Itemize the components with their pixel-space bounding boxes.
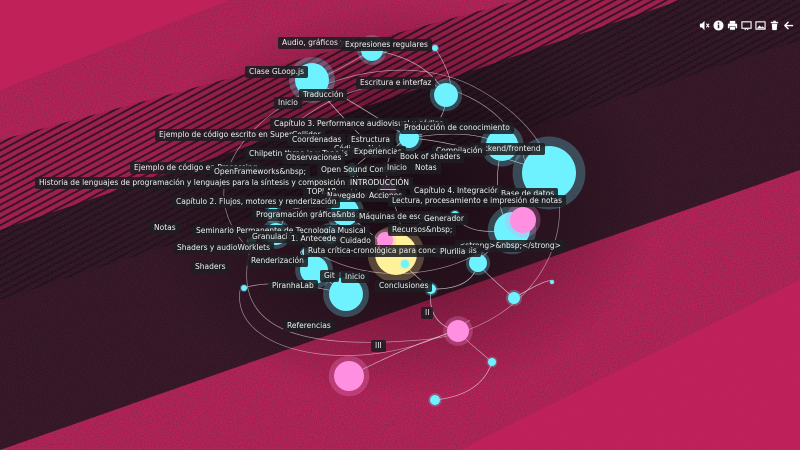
node-label[interactable]: Backend/frontend: [470, 143, 545, 155]
node-label[interactable]: Notas: [411, 162, 441, 174]
graph-node[interactable]: [241, 285, 247, 291]
node-label[interactable]: Referencias: [283, 320, 335, 332]
node-label[interactable]: Máquinas de escribir: [355, 211, 441, 223]
node-label[interactable]: Observaciones: [282, 152, 346, 164]
node-label[interactable]: Programación gráfica&nbsp;: [252, 209, 367, 221]
graph-node[interactable]: [334, 361, 364, 391]
node-label[interactable]: Generador: [420, 213, 468, 225]
node-label[interactable]: Lectura, procesamiento e impresión de no…: [388, 195, 567, 207]
node-label[interactable]: OpenFrameworks&nbsp;: [210, 166, 311, 178]
image-icon[interactable]: [755, 20, 766, 31]
graph-node[interactable]: [432, 45, 438, 51]
graph-node[interactable]: [329, 277, 363, 311]
node-label[interactable]: Traducción: [299, 89, 348, 101]
node-label[interactable]: Clase GLoop.js: [245, 66, 308, 78]
mute-icon[interactable]: [699, 20, 710, 31]
node-label[interactable]: Shaders: [191, 261, 230, 273]
node-label[interactable]: Escritura e interfaz: [356, 77, 436, 89]
graph-node[interactable]: [508, 292, 520, 304]
node-label[interactable]: Renderización: [247, 255, 308, 267]
node-label[interactable]: Book of shaders: [396, 151, 465, 163]
graph-node[interactable]: [447, 320, 469, 342]
node-label[interactable]: Producción de conocimiento: [400, 122, 514, 134]
graph-node[interactable]: [434, 83, 458, 107]
graph-node[interactable]: [401, 260, 409, 268]
node-label[interactable]: PiranhaLab: [268, 280, 318, 292]
print-icon[interactable]: [727, 20, 738, 31]
node-label[interactable]: II: [421, 307, 434, 319]
presentation-icon[interactable]: [741, 20, 752, 31]
node-label[interactable]: Inicio: [383, 162, 411, 174]
node-label[interactable]: Git: [320, 270, 339, 282]
node-label[interactable]: Inicio: [274, 97, 302, 109]
node-label[interactable]: Ejemplo de código escrito en SuperCollid…: [155, 129, 325, 141]
node-label[interactable]: Cuidado: [336, 235, 375, 247]
graph-node[interactable]: [377, 232, 393, 248]
back-arrow-icon[interactable]: [783, 20, 794, 31]
node-label[interactable]: Historia de lenguajes de programación y …: [35, 177, 377, 189]
node-label[interactable]: Notas: [150, 222, 180, 234]
graph-node[interactable]: [430, 395, 440, 405]
node-label[interactable]: Capítulo 2. Flujos, motores y renderizac…: [172, 196, 341, 208]
node-label[interactable]: Shaders y audioWorklets: [173, 242, 275, 254]
node-label[interactable]: Plurilia: [436, 246, 470, 258]
node-label[interactable]: INTRODUCCIÓN: [346, 177, 413, 189]
node-label[interactable]: Recursos&nbsp;: [388, 224, 457, 236]
node-label[interactable]: Open Sound Control: [317, 164, 401, 176]
node-label[interactable]: Capítulo 4. Integración: [410, 185, 504, 197]
node-label[interactable]: Expresiones regulares: [341, 39, 432, 51]
graph-node[interactable]: [488, 358, 496, 366]
graph-node[interactable]: [510, 207, 536, 233]
toolbar: [699, 20, 794, 31]
node-label[interactable]: <strong>&nbsp;</strong>: [455, 240, 565, 252]
graph-node[interactable]: [469, 254, 487, 272]
info-icon[interactable]: [713, 20, 724, 31]
node-label[interactable]: Conclusiones: [375, 280, 433, 292]
graph-node[interactable]: [550, 280, 554, 284]
node-label[interactable]: III: [371, 340, 386, 352]
node-label[interactable]: Inicio: [341, 271, 369, 283]
node-label[interactable]: Experiencias: [350, 146, 406, 158]
graph-node[interactable]: [522, 146, 576, 200]
graph-edge: [434, 361, 493, 401]
trash-icon[interactable]: [769, 20, 780, 31]
